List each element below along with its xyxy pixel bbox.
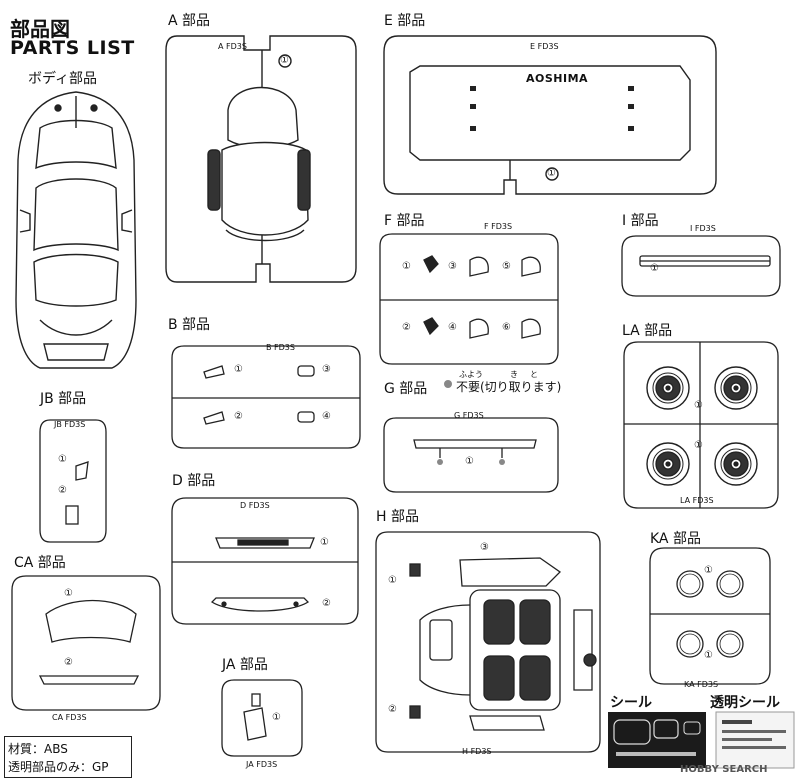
runner-i-tag: I FD3S	[690, 224, 716, 233]
runner-h-part-3: ③	[480, 542, 489, 553]
runner-g-drawing	[383, 417, 559, 493]
runner-e-tag: E FD3S	[530, 42, 559, 51]
runner-h-part-1: ①	[388, 575, 397, 586]
runner-ca-label: CA 部品	[14, 555, 66, 571]
runner-jb-tag: JB FD3S	[54, 420, 86, 429]
ruby-fuyou: ふよう	[459, 370, 483, 379]
runner-la-tag: LA FD3S	[680, 496, 714, 505]
clear-decal-sheet	[715, 711, 795, 769]
runner-g-tag: G FD3S	[454, 411, 484, 420]
decal-sheet	[608, 712, 706, 768]
runner-a-label: A 部品	[168, 13, 211, 29]
runner-ca-drawing	[11, 575, 161, 711]
runner-b-part-4: ④	[322, 411, 331, 422]
runner-e-label: E 部品	[384, 13, 426, 29]
runner-f-label: F 部品	[384, 213, 425, 229]
runner-g-label: G 部品	[384, 381, 428, 397]
runner-i-drawing	[621, 235, 781, 297]
runner-ja-label: JA 部品	[222, 657, 268, 673]
runner-d-drawing	[171, 497, 359, 625]
runner-b-part-3: ③	[322, 364, 331, 375]
body-label: ボディ部品	[28, 71, 98, 87]
runner-ja-part-1: ①	[272, 712, 281, 723]
runner-ja-tag: JA FD3S	[246, 760, 278, 769]
title-jp: 部品図	[10, 17, 70, 41]
runner-f-tag: F FD3S	[484, 222, 513, 231]
runner-jb-drawing	[39, 419, 107, 543]
ruby-ki: き	[510, 370, 518, 379]
runner-ca-tag: CA FD3S	[52, 713, 87, 722]
unneeded-dot	[444, 380, 452, 388]
runner-la-part-1b: ①	[694, 440, 703, 451]
runner-ka-drawing	[649, 547, 771, 685]
runner-g-part-1: ①	[465, 456, 474, 467]
runner-i-part-1: ①	[650, 263, 659, 274]
runner-d-part-1: ①	[320, 537, 329, 548]
runner-a-drawing	[165, 35, 357, 283]
runner-f-part-4: ④	[448, 322, 457, 333]
runner-b-label: B 部品	[168, 317, 211, 333]
runner-h-label: H 部品	[376, 509, 419, 525]
runner-jb-part-2: ②	[58, 485, 67, 496]
runner-f-drawing	[379, 233, 559, 365]
runner-i-label: I 部品	[622, 213, 659, 229]
runner-d-tag: D FD3S	[240, 501, 270, 510]
runner-ka-part-1b: ①	[704, 650, 713, 661]
runner-f-part-5: ⑤	[502, 261, 511, 272]
runner-d-part-2: ②	[322, 598, 331, 609]
runner-e-drawing	[383, 35, 717, 195]
material-box	[4, 736, 132, 778]
runner-jb-part-1: ①	[58, 454, 67, 465]
runner-h-part-2: ②	[388, 704, 397, 715]
runner-b-drawing	[171, 345, 361, 449]
runner-d-label: D 部品	[172, 473, 216, 489]
runner-ka-part-1a: ①	[704, 565, 713, 576]
title-en: PARTS LIST	[10, 37, 135, 59]
clear-seal-label: 透明シール	[710, 695, 780, 711]
runner-ka-label: KA 部品	[650, 531, 701, 547]
runner-ca-part-1: ①	[64, 588, 73, 599]
material-line-1: 材質：ABS	[8, 742, 68, 756]
runner-ka-tag: KA FD3S	[684, 680, 719, 689]
aoshima-logo: AOSHIMA	[526, 72, 589, 85]
runner-b-tag: B FD3S	[266, 343, 295, 352]
runner-e-part-1: ①	[547, 168, 556, 179]
runner-b-part-2: ②	[234, 411, 243, 422]
runner-b-part-1: ①	[234, 364, 243, 375]
runner-la-label: LA 部品	[622, 323, 673, 339]
runner-f-part-2: ②	[402, 322, 411, 333]
runner-f-part-1: ①	[402, 261, 411, 272]
runner-la-part-1a: ①	[694, 400, 703, 411]
runner-f-part-3: ③	[448, 261, 457, 272]
body-drawing	[15, 91, 137, 369]
unneeded-note: 不要(切り取ります)	[456, 380, 562, 394]
seal-label: シール	[610, 695, 652, 711]
runner-h-tag: H FD3S	[462, 747, 492, 756]
watermark: HOBBY SEARCH	[680, 764, 768, 775]
runner-la-drawing	[623, 341, 779, 509]
material-line-2: 透明部品のみ：GP	[8, 760, 109, 774]
runner-ca-part-2: ②	[64, 657, 73, 668]
runner-f-part-6: ⑥	[502, 322, 511, 333]
runner-h-drawing	[375, 531, 601, 753]
runner-a-tag: A FD3S	[218, 42, 247, 51]
ruby-to: と	[530, 370, 538, 379]
runner-a-part-1: ①	[280, 55, 289, 66]
runner-jb-label: JB 部品	[40, 391, 87, 407]
runner-ja-drawing	[221, 679, 303, 757]
